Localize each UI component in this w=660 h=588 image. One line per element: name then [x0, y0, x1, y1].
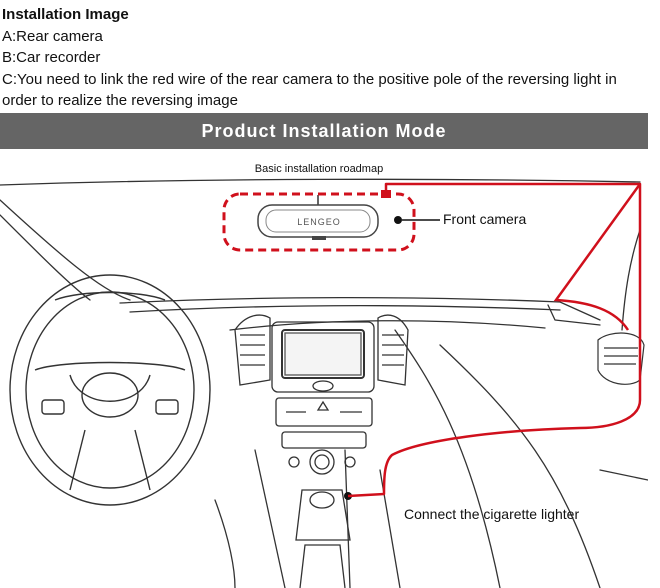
center-console: [234, 314, 409, 588]
rear-view-mirror: LENGEO: [257, 195, 379, 240]
mirror-highlight-box: [222, 192, 416, 252]
cigarette-lighter-label: Connect the cigarette lighter: [404, 506, 579, 522]
power-wire-route: [347, 182, 642, 498]
intro-text: Installation Image A:Rear camera B:Car r…: [2, 4, 652, 112]
steering-wheel: [9, 274, 211, 506]
intro-line-a: A:Rear camera: [2, 27, 103, 45]
front-camera-label: Front camera: [443, 211, 526, 227]
car-interior-outline: [0, 178, 648, 588]
diagram-caption: Basic installation roadmap: [255, 163, 383, 175]
section-banner: Product Installation Mode: [0, 113, 648, 149]
front-camera-dot: [394, 216, 402, 224]
intro-title: Installation Image: [2, 6, 129, 23]
installation-diagram: Basic installation roadmap LENGEO Front …: [0, 163, 648, 588]
intro-line-c: C:You need to link the red wire of the r…: [2, 70, 617, 110]
mirror-brand-label: LENGEO: [297, 217, 341, 227]
right-air-vent: [597, 332, 645, 385]
intro-line-b: B:Car recorder: [2, 49, 101, 66]
wire-clip: [381, 190, 391, 198]
power-wire-front: [553, 183, 642, 331]
banner-title: Product Installation Mode: [201, 120, 447, 141]
